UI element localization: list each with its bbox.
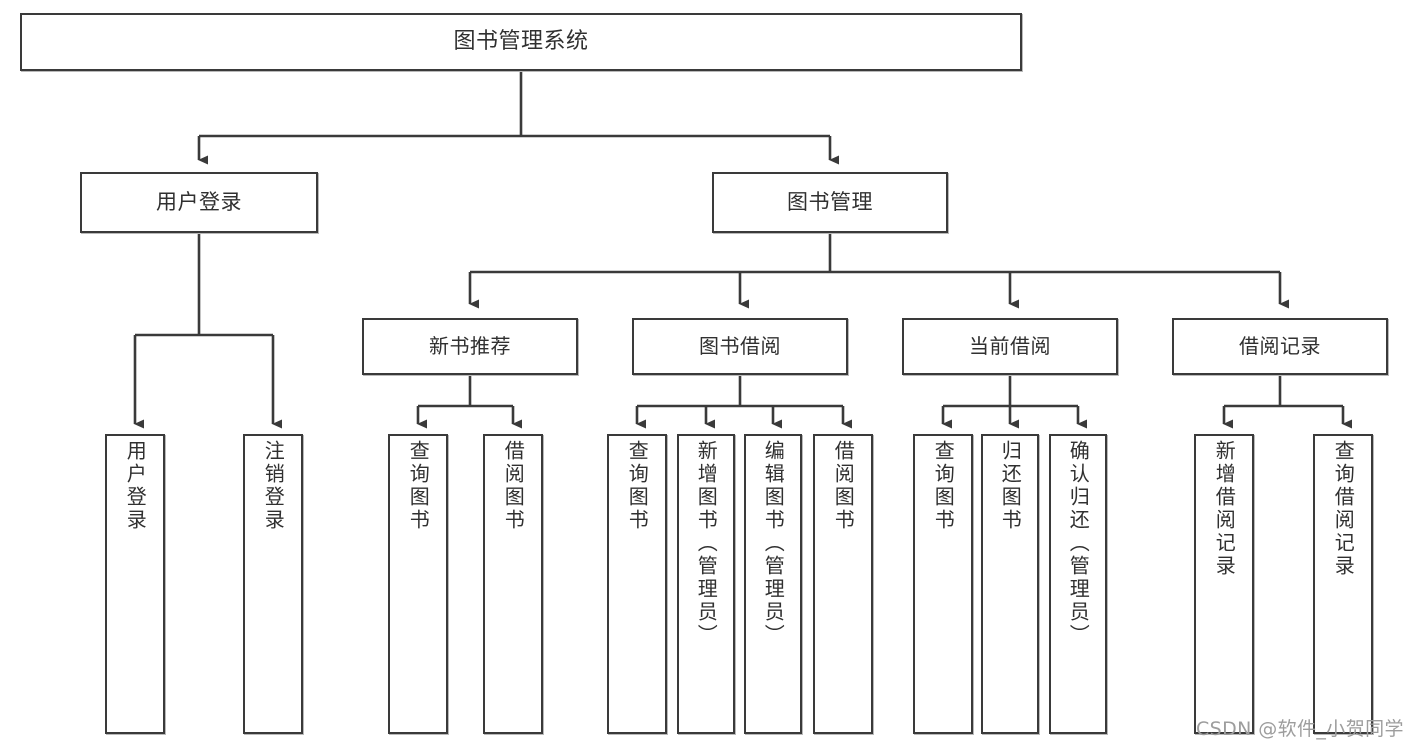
node-label: 图书借阅 xyxy=(699,334,781,358)
node-user-login[interactable]: 用户登录 xyxy=(80,172,318,233)
node-label: 借阅图书 xyxy=(501,440,526,532)
leaf-logout[interactable]: 注销登录 xyxy=(243,434,303,734)
node-label: 查询图书 xyxy=(625,440,650,532)
node-label: 当前借阅 xyxy=(969,334,1051,358)
node-label: 图书管理系统 xyxy=(453,29,589,55)
node-label: 新增借阅记录 xyxy=(1212,440,1237,578)
node-label: 编辑图书（管理员） xyxy=(761,440,786,647)
node-label: 查询图书 xyxy=(931,440,956,532)
leaf-confirm-return-admin[interactable]: 确认归还（管理员） xyxy=(1049,434,1107,734)
leaf-add-borrow-record[interactable]: 新增借阅记录 xyxy=(1194,434,1254,734)
leaf-user-login[interactable]: 用户登录 xyxy=(105,434,165,734)
node-current-borrow[interactable]: 当前借阅 xyxy=(902,318,1118,375)
leaf-query-book-borrow[interactable]: 查询图书 xyxy=(607,434,667,734)
leaf-borrow-book-recommend[interactable]: 借阅图书 xyxy=(483,434,543,734)
node-new-book-recommend[interactable]: 新书推荐 xyxy=(362,318,578,375)
node-label: 归还图书 xyxy=(998,440,1023,532)
node-label: 查询借阅记录 xyxy=(1331,440,1356,578)
node-label: 借阅记录 xyxy=(1239,334,1321,358)
node-label: 新增图书（管理员） xyxy=(694,440,719,647)
leaf-edit-book-admin[interactable]: 编辑图书（管理员） xyxy=(744,434,802,734)
node-label: 新书推荐 xyxy=(429,334,511,358)
node-root-system[interactable]: 图书管理系统 xyxy=(20,13,1022,71)
node-label: 查询图书 xyxy=(406,440,431,532)
node-label: 确认归还（管理员） xyxy=(1066,440,1091,647)
leaf-query-book-recommend[interactable]: 查询图书 xyxy=(388,434,448,734)
node-label: 注销登录 xyxy=(261,440,286,532)
leaf-borrow-book[interactable]: 借阅图书 xyxy=(813,434,873,734)
node-label: 借阅图书 xyxy=(831,440,856,532)
node-label: 用户登录 xyxy=(156,190,242,215)
watermark-text: CSDN @软件_小贺同学 xyxy=(1196,718,1404,740)
node-book-management[interactable]: 图书管理 xyxy=(712,172,948,233)
leaf-return-book[interactable]: 归还图书 xyxy=(981,434,1039,734)
leaf-query-borrow-record[interactable]: 查询借阅记录 xyxy=(1313,434,1373,734)
node-label: 用户登录 xyxy=(123,440,148,532)
leaf-add-book-admin[interactable]: 新增图书（管理员） xyxy=(677,434,735,734)
node-borrow-record[interactable]: 借阅记录 xyxy=(1172,318,1388,375)
node-book-borrow[interactable]: 图书借阅 xyxy=(632,318,848,375)
leaf-query-book-current[interactable]: 查询图书 xyxy=(913,434,973,734)
node-label: 图书管理 xyxy=(787,190,873,215)
